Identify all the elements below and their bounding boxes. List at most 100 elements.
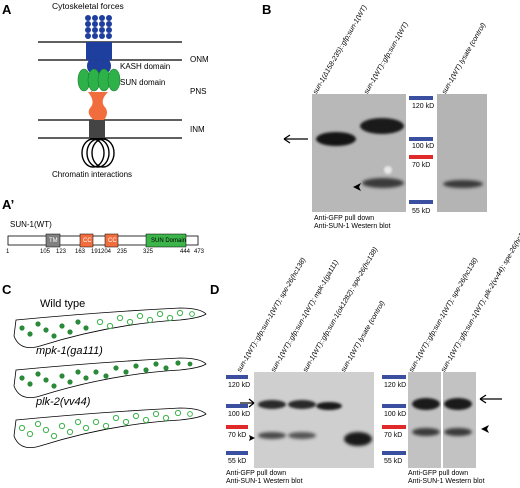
worm-wt [13,307,207,349]
tm-label: TM [49,238,58,244]
cc1-domain-box [79,233,94,248]
sun-domain-box [145,233,187,248]
marker-d-left-70 [226,425,248,429]
kash-domain-label: KASH domain [120,62,171,71]
worm-gonads-illustration [13,307,207,449]
worm-wt-label: Wild type [40,298,86,310]
pos-204: 204 [101,249,112,255]
arrowhead-d-left-icon [249,435,255,441]
band-d3-main [316,402,342,410]
lane-d4-label: sun-1(WT) lysate (control) [340,299,387,374]
worm-plk2-rings [18,409,193,440]
lane-d1-label: sun-1(WT)::gfp;sun-1(WT); spe-26(hc138) [236,256,308,374]
marker-d-right-70-label: 70 kD [384,432,403,439]
d-right-caption-1: Anti-GFP pull down [408,470,469,477]
sun-domain [77,68,121,92]
panel-letter-a: A [2,2,12,17]
marker-d-right-55 [382,451,406,455]
panel-letter-c: C [2,282,12,297]
band-d6-main [444,398,472,410]
marker-b-120 [409,96,433,100]
marker-d-right-120 [382,375,406,379]
arrow-b-icon [283,134,308,144]
blot-b-left [312,94,406,212]
marker-d-left-70-label: 70 kD [228,432,247,439]
worm-mpk1-label: mpk-1(ga111) [36,345,103,357]
pos-191: 191 [91,249,102,255]
sun-transmembrane [89,120,105,138]
sun-domain-label: SUN domain [120,78,166,87]
marker-d-left-120-label: 120 kD [228,382,251,389]
marker-b-55-label: 55 kD [412,208,431,215]
b-caption-2: Anti-SUN-1 Western blot [314,223,391,230]
cc2-domain-box [104,233,119,248]
cc1-label: CC [83,238,92,244]
pos-163: 163 [75,249,86,255]
d-right-caption-2: Anti-SUN-1 Western blot [408,478,485,485]
blot-d-right-divider [441,372,443,468]
domain-map [7,233,199,248]
cc2-label: CC [108,238,117,244]
marker-d-left-55 [226,451,248,455]
band-d4-lower [344,432,372,446]
marker-d-left-100 [226,404,248,408]
panel-letter-a-prime: A’ [2,197,15,212]
tm-domain-box [45,233,61,248]
worm-mpk1-nuclei [19,360,193,389]
sun-domain-box-label: SUN Domain [151,238,187,244]
band-d2-main [288,400,316,409]
band-d1-main [258,400,286,409]
blot-b-right [437,94,487,212]
pos-105: 105 [40,249,51,255]
marker-d-left-55-label: 55 kD [228,458,247,465]
marker-d-left-100-label: 100 kD [228,411,251,418]
pos-235: 235 [117,249,128,255]
b-caption-1: Anti-GFP pull down [314,215,375,222]
d-left-caption-2: Anti-SUN-1 Western blot [226,478,303,485]
arrowhead-b-icon [353,183,361,191]
arrow-d-left-icon [240,398,255,408]
worm-plk2-label: plk-2(vv44) [36,396,91,408]
pos-1: 1 [6,249,10,255]
band-d5-lower [412,428,440,436]
marker-d-right-100 [382,404,406,408]
pos-444: 444 [180,249,191,255]
d-left-caption-1: Anti-GFP pull down [226,470,287,477]
pos-473: 473 [194,249,205,255]
arrowhead-d-right-icon [481,425,489,433]
lane-b3-label: sun-1(WT) lysate (control) [441,21,488,96]
band-b2-main [360,118,404,134]
panel-letter-b: B [262,2,272,17]
band-d5-main [412,398,440,410]
marker-d-left-120 [226,375,248,379]
sun1-wt-title: SUN-1(WT) [10,220,52,229]
band-d6-lower [444,428,472,436]
inm-label: INM [190,125,205,134]
band-d1-lower [258,432,286,439]
band-b2-lower [362,178,404,188]
worm-wt-nuclei [19,319,89,339]
worm-mpk1 [13,357,207,399]
marker-b-55 [409,200,433,204]
coiled-coil-body [88,92,108,120]
marker-b-70 [409,155,433,159]
marker-b-100 [409,137,433,141]
band-d2-lower [288,432,316,439]
chromatin-loops [81,138,115,168]
marker-d-right-55-label: 55 kD [384,458,403,465]
marker-b-70-label: 70 kD [412,162,431,169]
marker-d-right-100-label: 100 kD [384,411,407,418]
marker-b-120-label: 120 kD [412,103,435,110]
chromatin-interactions-label: Chromatin interactions [52,170,133,179]
onm-label: ONM [190,55,209,64]
band-b3-lower [443,180,483,188]
pos-325: 325 [143,249,154,255]
pns-label: PNS [190,87,207,96]
worm-plk2 [13,407,207,449]
lane-b2-label: sun-1(WT)::gfp;sun-1(WT) [363,21,410,96]
lane-d2-label: sun-1(WT)::gfp;sun-1(WT); mpk-1(ga111) [270,259,341,374]
lane-b1-label: sun-1(Δ158-235)::gfp;sun-1(WT) [312,4,369,96]
pos-123: 123 [56,249,67,255]
blot-d-left [254,372,374,468]
band-b1-main [316,132,356,146]
